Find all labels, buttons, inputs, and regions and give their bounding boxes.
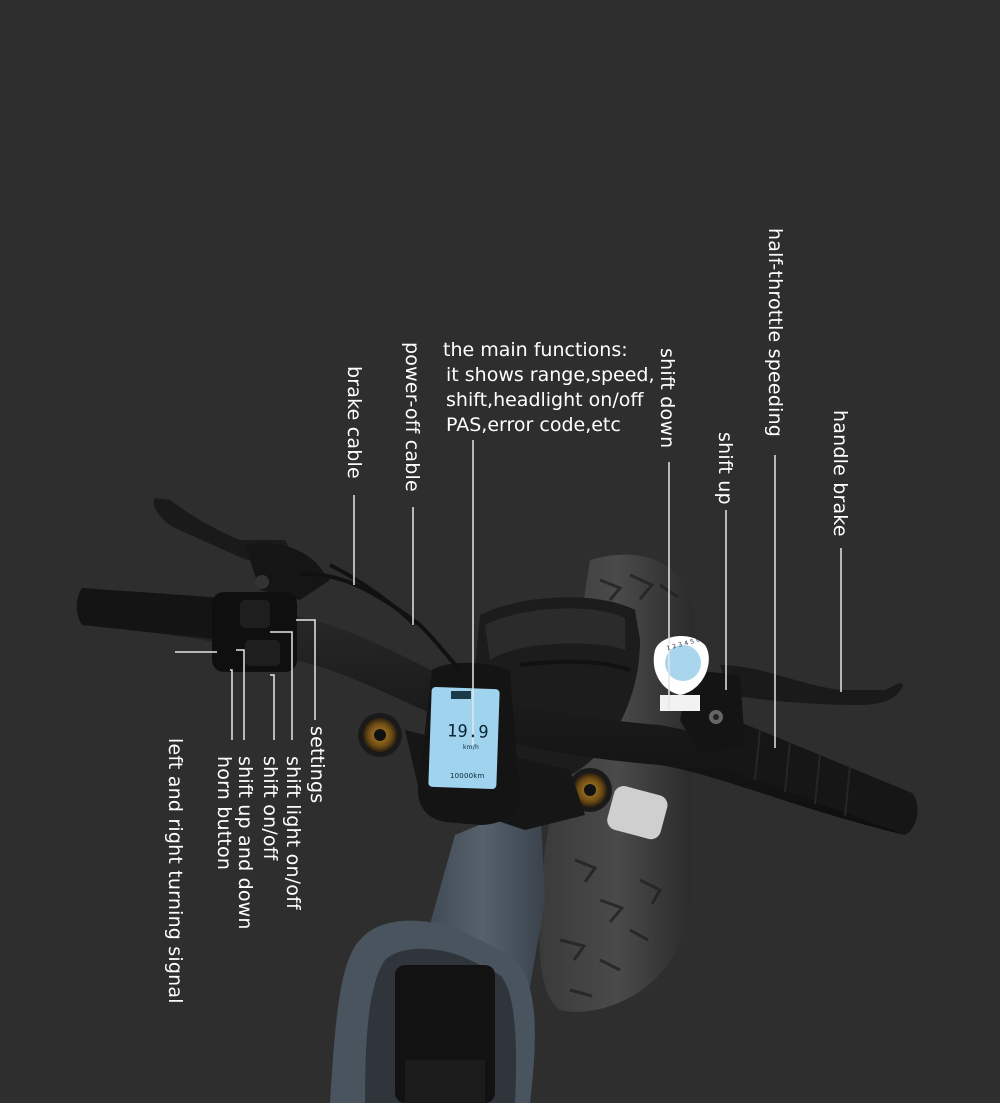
label-settings: settings xyxy=(306,726,328,804)
label-handle-brake: handle brake xyxy=(829,410,851,537)
stem xyxy=(330,800,545,1103)
main-functions-title: the main functions: xyxy=(443,339,628,361)
main-functions-line3: PAS,error code,etc xyxy=(446,414,621,436)
label-shift-down: shift down xyxy=(656,348,678,449)
label-half-throttle-speeding: half-throttle speeding xyxy=(764,228,786,438)
label-horn-button: horn button xyxy=(213,756,235,871)
label-main-functions: the main functions: it shows range,speed… xyxy=(443,338,655,438)
right-brake-lever xyxy=(653,635,903,755)
display-unit xyxy=(418,662,520,825)
leader-lines xyxy=(175,440,842,748)
label-shift-up: shift up xyxy=(714,432,736,505)
left-bolt xyxy=(358,713,402,757)
left-switch-block xyxy=(212,592,297,672)
label-shift-light-on-off: shift light on/off xyxy=(282,756,304,910)
label-left-and-right-turning-signal: left and right turning signal xyxy=(164,738,186,1004)
main-functions-line2: shift,headlight on/off xyxy=(446,389,644,411)
label-shift-up-and-down: shift up and down xyxy=(234,756,256,930)
left-brake-lever xyxy=(153,498,330,600)
display-speed: 19.9 xyxy=(446,721,490,743)
label-shift-on-off: shift on/off xyxy=(259,756,281,861)
main-functions-line1: it shows range,speed, xyxy=(446,364,655,386)
label-power-off-cable: power-off cable xyxy=(401,342,423,492)
display-unit-label: km/h xyxy=(463,744,479,751)
cables xyxy=(299,563,631,672)
display-odometer: 10000km xyxy=(450,772,485,780)
label-brake-cable: brake cable xyxy=(343,366,365,479)
